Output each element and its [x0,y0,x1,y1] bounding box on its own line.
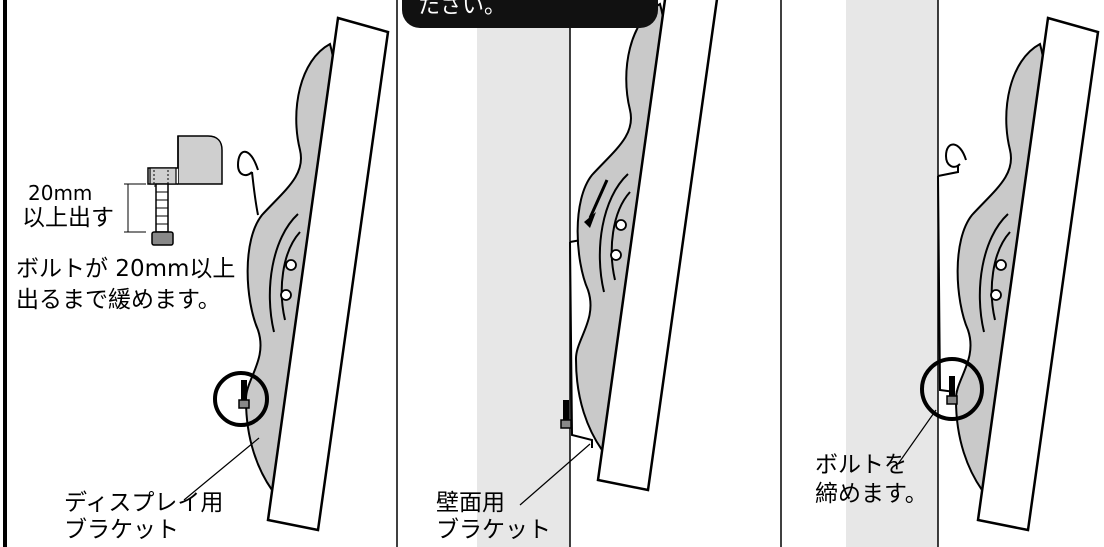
wall-bracket-label-line2: ブラケット [436,517,551,543]
tighten-instruction-line1: ボルトを [815,452,907,478]
tighten-leader [897,409,937,465]
display-bracket-leader [183,437,260,501]
panel1-display-bracket [238,16,390,532]
down-arrow-icon [588,179,609,219]
tighten-instruction-line2: 締めます。 [815,481,928,507]
callout-text: たさい。 [418,0,507,19]
measure-value-label: 20mm [28,181,93,205]
loosen-instruction-line2: 出るまで緩めます。 [16,287,221,313]
panel3-mounted [846,0,1100,547]
wall-surface [846,0,938,547]
panel2-wall-and-brackets [477,0,720,547]
display-bracket-label-line2: ブラケット [64,517,179,543]
bolt-icon [151,183,174,246]
display-bracket-label-line1: ディスプレイ用 [64,490,224,516]
highlight-circle-icon [213,371,269,427]
highlight-circle-icon [920,357,984,421]
instruction-callout: たさい。 [402,0,658,28]
measure-caption-label: 以上出す [22,205,114,231]
wall-surface [477,0,570,547]
wall-bracket-leader [519,443,591,506]
bolt-closeup-inset [124,135,223,246]
wall-bracket-label-line1: 壁面用 [436,490,505,516]
loosen-instruction-line1: ボルトが 20mm以上 [16,256,236,282]
